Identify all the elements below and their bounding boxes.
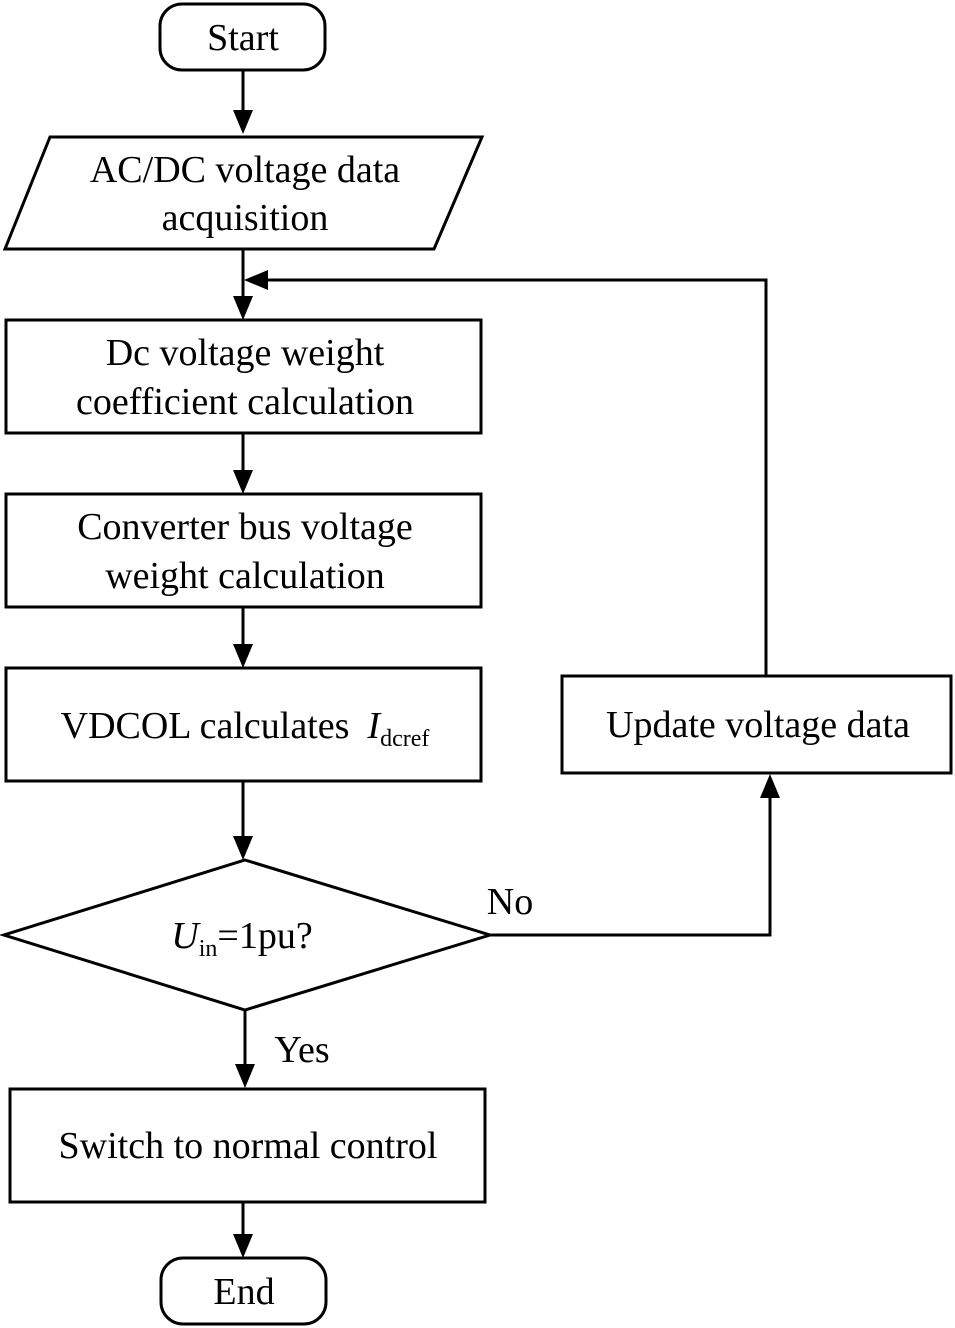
dc-weight-label-line2: coefficient calculation xyxy=(76,381,414,423)
start-label: Start xyxy=(207,17,279,59)
decision-node: Uin=1pu? xyxy=(0,858,496,1012)
decision-text: =1pu? xyxy=(217,915,312,957)
decision-symbol: U xyxy=(171,915,201,957)
bus-weight-label-line1: Converter bus voltage xyxy=(77,506,413,548)
acquisition-node: AC/DC voltage data acquisition xyxy=(2,135,485,251)
acquisition-label-line2: acquisition xyxy=(162,197,329,239)
arrow-bus-weight-to-vdcol xyxy=(233,607,253,668)
arrow-vdcol-to-decision xyxy=(233,781,253,860)
arrow-start-to-acquisition xyxy=(233,70,253,134)
bus-weight-label-line2: weight calculation xyxy=(105,555,385,597)
vdcol-symbol: I xyxy=(366,705,382,747)
vdcol-node: VDCOL calculates Idcref xyxy=(4,666,483,783)
vdcol-subscript: dcref xyxy=(380,726,429,752)
arrow-update-loop-back xyxy=(244,270,768,676)
vdcol-label: VDCOL calculates Idcref xyxy=(61,705,430,752)
arrow-acquisition-to-dc-weight xyxy=(233,249,253,320)
acquisition-label-line1: AC/DC voltage data xyxy=(90,149,400,191)
end-label: End xyxy=(213,1271,274,1313)
start-node: Start xyxy=(158,2,327,72)
dc-weight-node: Dc voltage weight coefficient calculatio… xyxy=(4,318,483,435)
arrow-normal-to-end xyxy=(233,1202,253,1258)
arrow-no-to-update xyxy=(490,774,780,937)
update-label: Update voltage data xyxy=(606,704,910,746)
arrow-yes-to-normal xyxy=(235,1010,255,1088)
normal-control-label: Switch to normal control xyxy=(59,1125,438,1167)
end-node: End xyxy=(159,1256,328,1326)
arrow-dc-weight-to-bus-weight xyxy=(233,433,253,494)
normal-control-node: Switch to normal control xyxy=(8,1087,487,1204)
vdcol-text: VDCOL calculates xyxy=(61,705,350,747)
yes-label: Yes xyxy=(274,1029,329,1071)
update-node: Update voltage data xyxy=(560,674,953,775)
bus-weight-node: Converter bus voltage weight calculation xyxy=(4,492,483,609)
decision-label: Uin=1pu? xyxy=(171,915,312,962)
decision-subscript: in xyxy=(199,936,218,962)
no-label: No xyxy=(487,881,533,923)
dc-weight-label-line1: Dc voltage weight xyxy=(106,332,385,374)
